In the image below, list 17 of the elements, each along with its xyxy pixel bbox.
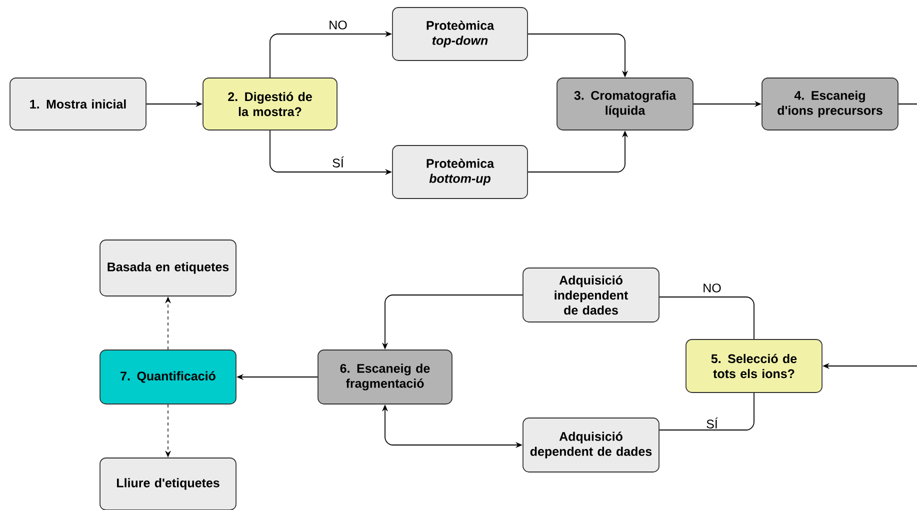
process-box: Adquisició dependent de dades [522,418,660,472]
process-box: Basada en etiquetes [100,240,236,296]
edge-label: SÍ [705,416,719,430]
process-box: 6. Escaneig de fragmentació [318,350,452,404]
process-box: 1. Mostra inicial [10,78,146,130]
decision-box: 2. Digestió de la mostra? [202,78,338,130]
process-box: Proteòmica top-down [392,7,528,61]
edge-label: SÍ [331,156,345,168]
decision-box: 5. Selecció de tots els ions? [686,339,822,393]
process-box: Adquisició independent de dades [522,268,660,322]
process-box: Lliure d'etiquetes [100,458,236,510]
edge-label: NO [702,282,722,294]
process-box: Proteòmica bottom-up [392,145,528,199]
process-box: 4. Escaneig d'ions precursors [762,78,898,130]
process-box: 3. Cromatografia líquida [556,78,694,130]
process-box: 7. Quantificació [100,350,236,404]
edge-label: NO [328,20,348,30]
